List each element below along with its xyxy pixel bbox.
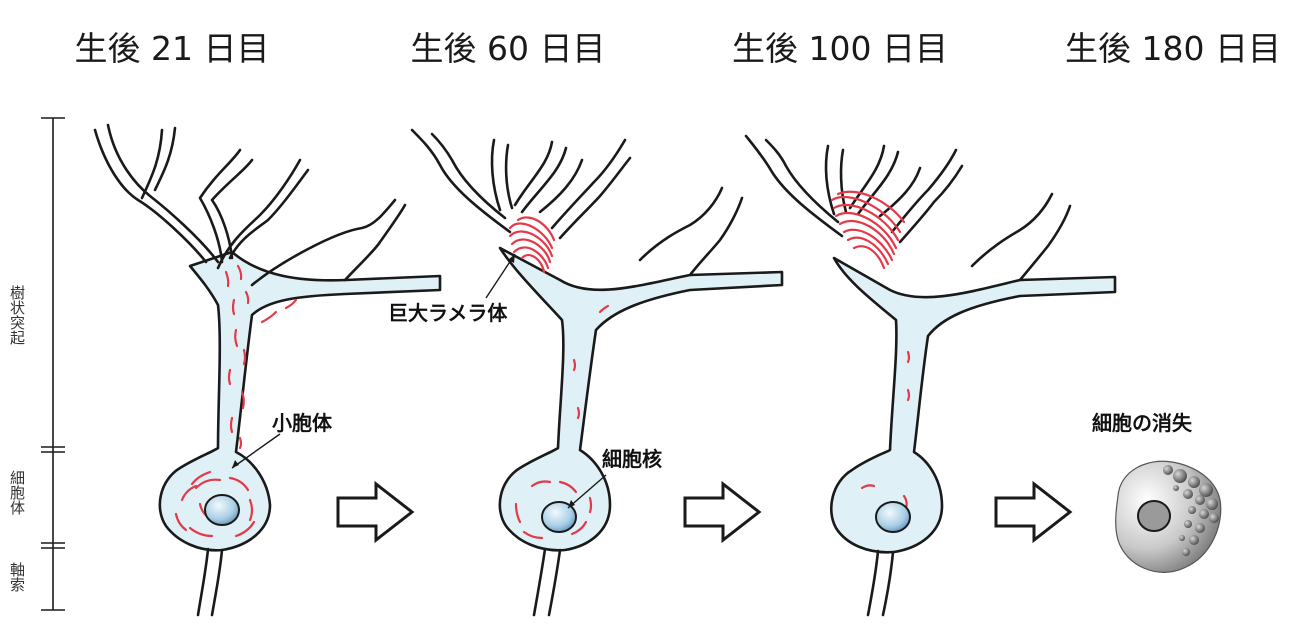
leader-small-body (231, 433, 281, 469)
neuron-body-day21 (158, 250, 442, 552)
transition-arrow-1 (336, 480, 415, 544)
label-cell-loss: 細胞の消失 (1092, 411, 1193, 435)
label-giant-lamellar-body: 巨大ラメラ体 (388, 301, 508, 325)
leader-giant-lamellar-body (485, 253, 516, 299)
stage-title-day100: 生後 100 日目 (732, 29, 948, 68)
neuron-day21 (93, 123, 442, 617)
label-small-body: 小胞体 (272, 411, 333, 435)
region-label-dendrite: 樹状突起 (8, 285, 26, 345)
region-label-axon: 軸索 (8, 562, 26, 592)
apoptotic-blebs (1163, 465, 1219, 556)
giant-lamellar-body-day60 (508, 216, 556, 274)
neuron-day60 (410, 128, 784, 617)
giant-lamellar-body-day100 (830, 190, 906, 270)
dying-cell-day180 (1115, 460, 1222, 573)
neuron-body-day60 (498, 246, 784, 552)
region-label-soma: 細胞体 (8, 470, 26, 515)
transition-arrow-3 (994, 480, 1073, 544)
leader-nucleus (567, 474, 607, 509)
stage-title-day60: 生後 60 日目 (411, 29, 606, 68)
dying-cell-nucleus (1137, 500, 1171, 532)
stage-title-day21: 生後 21 日目 (75, 29, 270, 68)
neuron-body-day100 (829, 256, 1117, 554)
region-bracket (41, 117, 65, 611)
label-nucleus: 細胞核 (602, 447, 662, 471)
stage-title-day180: 生後 180 日目 (1065, 29, 1281, 68)
transition-arrow-2 (683, 480, 762, 544)
neuron-day100 (744, 134, 1117, 617)
